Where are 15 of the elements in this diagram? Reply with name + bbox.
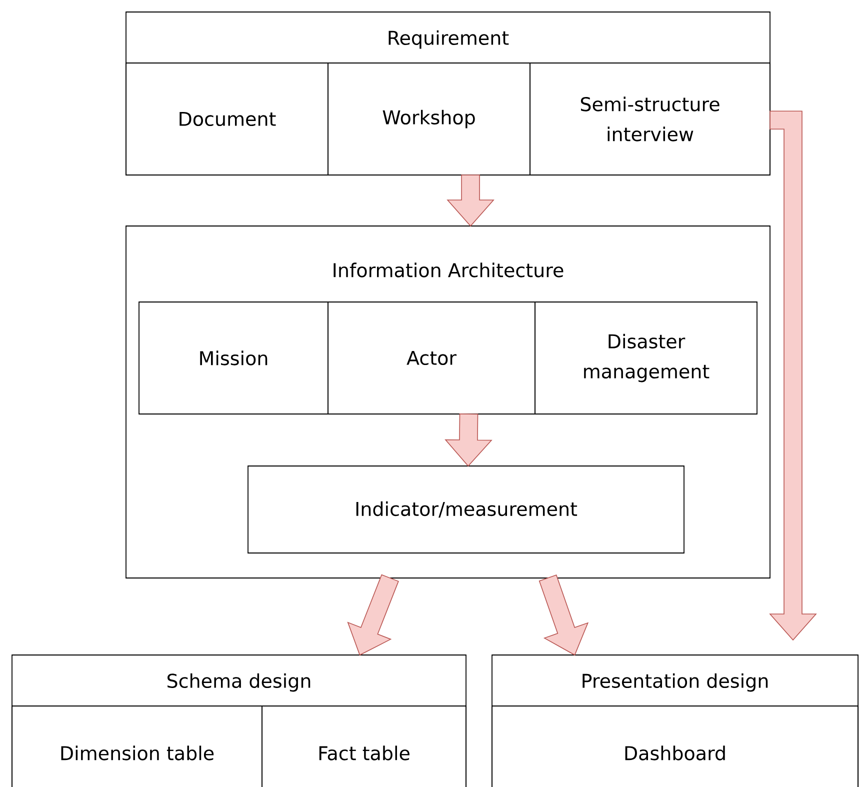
cell-box: Fact table bbox=[262, 706, 466, 787]
cell-box: Disaster management bbox=[534, 302, 758, 414]
block-arrow bbox=[446, 174, 494, 227]
cell-box: Actor bbox=[328, 302, 536, 414]
block-arrow bbox=[769, 110, 817, 641]
cell-box: Indicator/measurement bbox=[248, 466, 684, 554]
cell-box: Document bbox=[126, 62, 328, 176]
cell-box: Dashboard bbox=[492, 706, 858, 787]
cell-box: Mission bbox=[138, 302, 328, 414]
block-arrow bbox=[444, 414, 492, 467]
cell-box: Semi-structure interview bbox=[530, 62, 770, 176]
block-arrow bbox=[538, 574, 589, 656]
block-arrow bbox=[347, 574, 399, 656]
cell-box: Workshop bbox=[328, 62, 530, 176]
cell-box: Dimension table bbox=[12, 706, 262, 787]
